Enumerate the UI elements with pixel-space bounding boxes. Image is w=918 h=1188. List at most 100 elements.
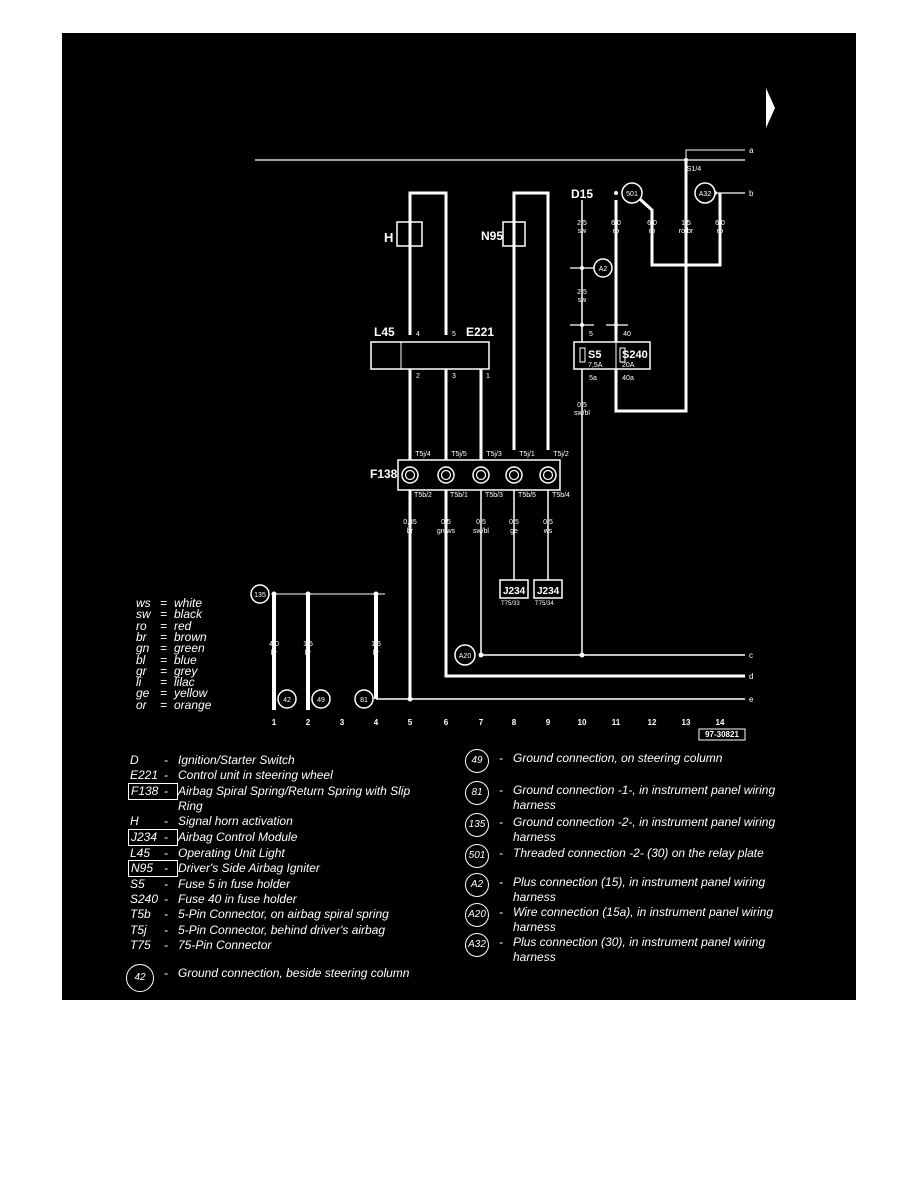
wire-label: 6,0	[715, 220, 725, 227]
circle-42: 42	[283, 697, 291, 704]
fuse-block	[573, 341, 651, 370]
label-j234-a-pin: T75/33	[501, 601, 520, 607]
label-j234-b-pin: T75/34	[535, 601, 554, 607]
label-s240: S240	[622, 349, 648, 361]
column-number: 5	[408, 718, 413, 727]
wire-label: 0,5	[441, 519, 451, 526]
connection-circle-icon: A32	[465, 933, 489, 957]
wire-label: 6,0	[611, 220, 621, 227]
wire-label: gn/ws	[437, 528, 456, 535]
circle-135: 135	[254, 592, 266, 599]
label-s1-4: S1/4	[687, 166, 702, 173]
diagram-panel	[62, 33, 856, 1000]
wire-robr	[614, 160, 688, 413]
column-number: 10	[578, 718, 587, 727]
wire-label: 0,5	[577, 402, 587, 409]
wire-label: ro	[717, 228, 723, 235]
color-legend-row: ro=red	[136, 618, 192, 633]
control-unit-box	[370, 341, 490, 370]
pin-label: T5j/1	[519, 451, 535, 458]
column-number: 2	[306, 718, 311, 727]
circle-a2: A2	[599, 266, 608, 273]
circle-501: 501	[626, 191, 638, 198]
wire-label: br	[407, 528, 414, 535]
wire-label: 0,5	[543, 519, 553, 526]
connection-circle-icon: 49	[465, 749, 489, 773]
column-number: 1	[272, 718, 277, 727]
column-number: 6	[444, 718, 449, 727]
label-d15: D15	[571, 187, 593, 201]
wire-label: sw	[578, 297, 588, 304]
label-s5-rating: 7,5A	[588, 362, 603, 369]
wire-label: ro/br	[679, 228, 694, 235]
wire-label: ro	[649, 228, 655, 235]
wire-label: ro	[613, 228, 619, 235]
igniter-box	[502, 221, 526, 247]
bus-label-d: d	[749, 672, 753, 681]
pin-label: 5	[452, 331, 456, 338]
pin-label: 3	[452, 373, 456, 380]
color-legend-row: gr=grey	[136, 663, 198, 678]
color-legend-row: bl=blue	[136, 652, 197, 667]
color-legend-row: gn=green	[136, 641, 205, 656]
connection-circle-icon: 135	[465, 813, 489, 837]
wire-label: 4,0	[269, 641, 279, 648]
wire-n95-loop	[512, 191, 550, 450]
pin-label: T5b/2	[414, 492, 432, 499]
wire-label: 0,5	[476, 519, 486, 526]
ground-circle-icon: 42	[126, 964, 154, 992]
column-number: 8	[512, 718, 517, 727]
wire-label: 1,5	[303, 641, 313, 648]
wire-label: ws	[543, 528, 553, 535]
column-number: 11	[612, 718, 621, 727]
wire-label: sw/bl	[473, 528, 489, 535]
column-number: 12	[648, 718, 657, 727]
color-legend-row: sw=black	[136, 607, 203, 622]
pin-label: T5j/5	[451, 451, 467, 458]
color-legend-row: ge=yellow	[136, 686, 208, 701]
pin-label: T5j/4	[415, 451, 431, 458]
wire-label: ge	[510, 528, 518, 535]
pin-label: 4	[416, 331, 420, 338]
pin-label: T5j/2	[553, 451, 569, 458]
wire-label: 0,5	[509, 519, 519, 526]
column-number: 3	[340, 718, 345, 727]
wire-label: 2,5	[577, 289, 587, 296]
circle-81: 81	[360, 697, 368, 704]
label-f138: F138	[370, 467, 398, 481]
wire-label: 2,5	[577, 220, 587, 227]
column-number: 4	[374, 718, 379, 727]
bus-label-b: b	[749, 189, 754, 198]
wire-gnws	[444, 490, 745, 678]
pin-label: 40	[623, 331, 631, 338]
connection-circle-icon: A2	[465, 873, 489, 897]
circle-49: 49	[317, 697, 325, 704]
wire-s1-4	[685, 149, 745, 160]
color-legend-row: ws=white	[136, 596, 203, 610]
column-number: 7	[479, 718, 484, 727]
horn-switch-box	[396, 221, 423, 247]
wire-label: sw	[578, 228, 588, 235]
wire-label: br	[305, 650, 312, 657]
wire-501-b	[630, 190, 722, 267]
label-l45: L45	[374, 325, 395, 339]
circle-a32: A32	[699, 191, 712, 198]
wire-label: br	[271, 650, 278, 657]
connection-circle-icon: 81	[465, 781, 489, 805]
column-number: 9	[546, 718, 551, 727]
next-page-arrow-icon[interactable]	[766, 88, 775, 128]
pin-label: 2	[416, 373, 420, 380]
bus-label-e: e	[749, 695, 754, 704]
pin-label: 5	[589, 331, 593, 338]
label-s240-rating: 20A	[622, 362, 635, 369]
bus-label-c: c	[749, 651, 753, 660]
color-legend-row: li=lilac	[136, 675, 195, 690]
label-j234-a: J234	[503, 586, 526, 597]
pin-label: T5j/3	[486, 451, 502, 458]
wire-label: 0,35	[403, 519, 417, 526]
circle-a20: A20	[459, 653, 472, 660]
wire-h-loop	[408, 191, 448, 335]
label-s5: S5	[588, 349, 601, 361]
pin-label: T5b/4	[552, 492, 570, 499]
